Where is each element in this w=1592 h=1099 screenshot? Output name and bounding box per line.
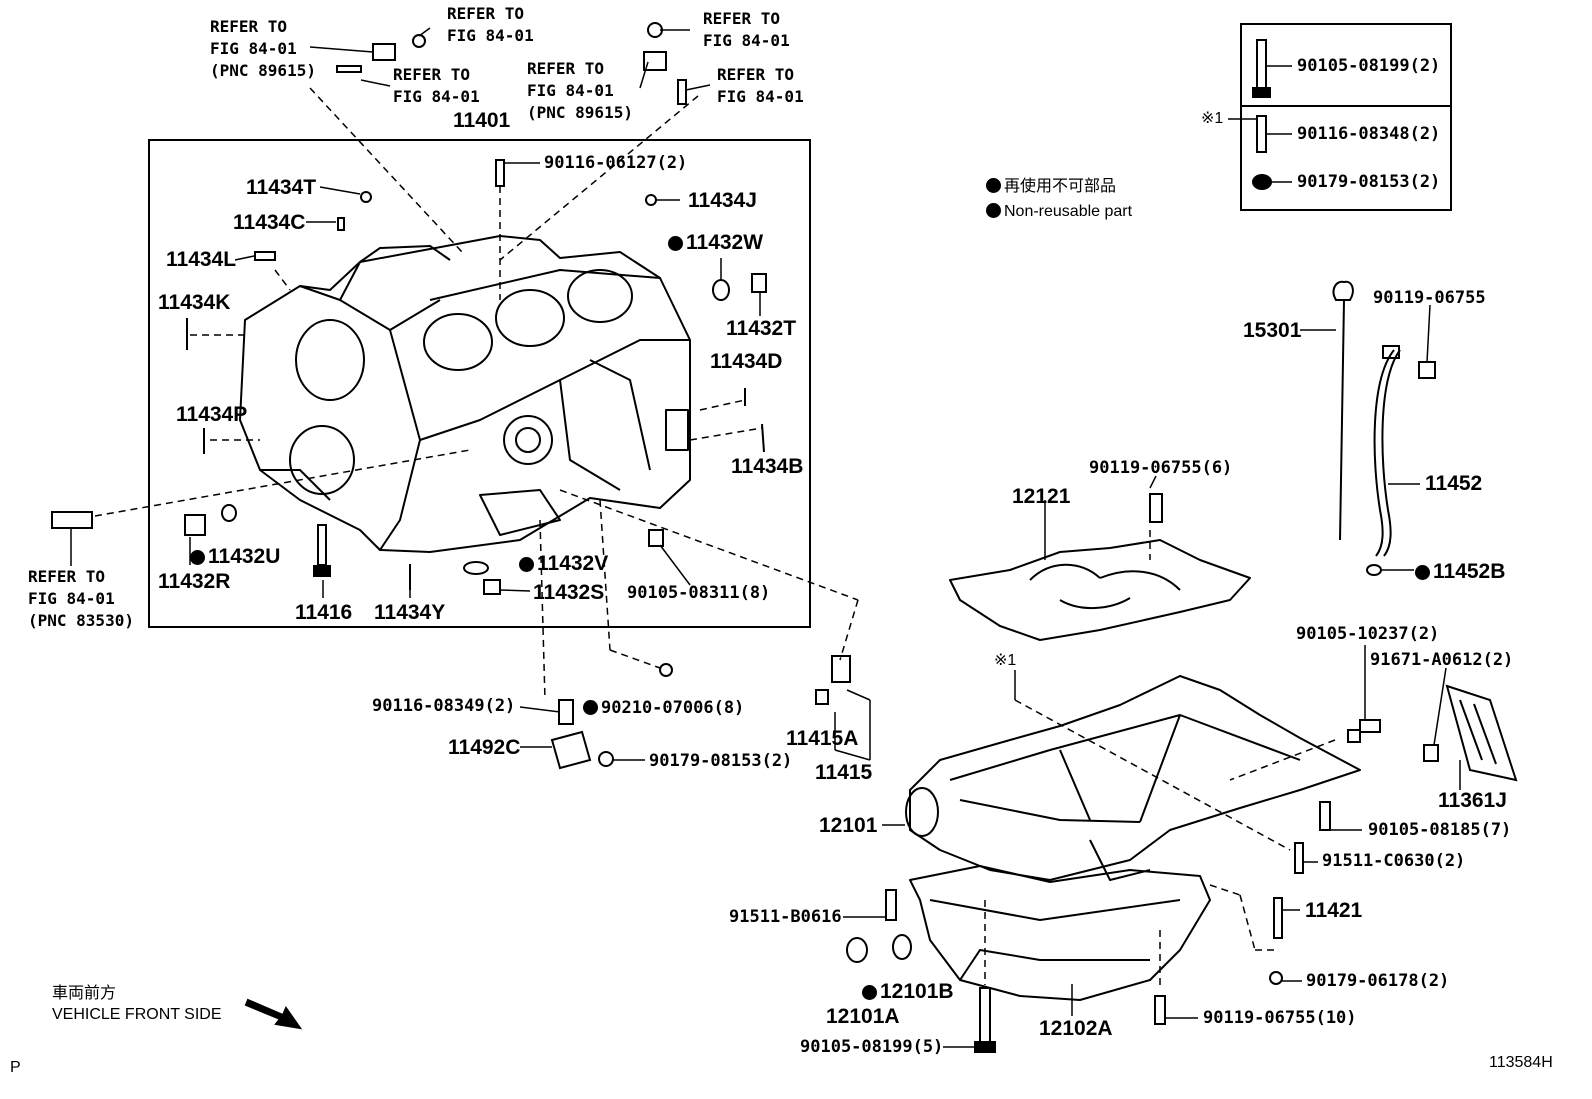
kit-part-2: 90116-08348(2) bbox=[1297, 124, 1441, 144]
part-11434K: 11434K bbox=[158, 291, 231, 314]
part-15301: 15301 bbox=[1243, 319, 1302, 342]
part-11361J: 11361J bbox=[1438, 789, 1507, 812]
kit-part-3: 90179-08153(2) bbox=[1297, 172, 1441, 192]
refer-note-7: REFER TO FIG 84-01 (PNC 83530) bbox=[28, 567, 134, 630]
refer-note-3: REFER TO FIG 84-01 bbox=[393, 65, 480, 106]
part-12101: 12101 bbox=[819, 814, 878, 837]
non-reusable-dot bbox=[986, 178, 1001, 193]
part-11415A: 11415A bbox=[786, 727, 859, 750]
refer-note-2: REFER TO FIG 84-01 bbox=[447, 4, 534, 45]
block-frame bbox=[148, 139, 811, 628]
engine-block-drawing bbox=[239, 235, 691, 553]
refer-note-1: REFER TO FIG 84-01 (PNC 89615) bbox=[210, 17, 316, 80]
non-reusable-dot bbox=[986, 203, 1001, 218]
fasteners-drawing bbox=[51, 22, 1439, 1053]
part-11434T: 11434T bbox=[246, 176, 317, 199]
part-90105-08185: 90105-08185(7) bbox=[1368, 820, 1512, 840]
part-11434L: 11434L bbox=[166, 248, 237, 271]
leader-lines bbox=[70, 27, 1461, 1048]
oil-pan-lower-drawing bbox=[909, 865, 1211, 1001]
kit-part-1: 90105-08199(2) bbox=[1297, 56, 1441, 76]
part-11432V: 11432V bbox=[519, 553, 608, 574]
part-90210-07006: 90210-07006(8) bbox=[583, 700, 744, 717]
part-90116-08349: 90116-08349(2) bbox=[372, 696, 516, 716]
part-90119-06755: 90119-06755 bbox=[1373, 288, 1486, 308]
part-12101A: 12101A bbox=[826, 1005, 900, 1028]
part-12121: 12121 bbox=[1012, 485, 1071, 508]
part-90179-06178: 90179-06178(2) bbox=[1306, 971, 1450, 991]
non-reusable-dot bbox=[190, 550, 205, 565]
kit-mark-pan: ※1 bbox=[994, 652, 1017, 669]
part-11452B: 11452B bbox=[1415, 561, 1505, 582]
non-reusable-dot bbox=[862, 985, 877, 1000]
dipstick-drawing bbox=[1332, 280, 1401, 557]
part-90105-08311: 90105-08311(8) bbox=[627, 583, 771, 603]
part-90105-10237: 90105-10237(2) bbox=[1296, 624, 1440, 644]
legend-jp: 再使用不可部品 bbox=[986, 178, 1116, 195]
vehicle-front-jp: 車両前方 bbox=[52, 985, 117, 1002]
non-reusable-dot bbox=[519, 557, 534, 572]
part-11434Y: 11434Y bbox=[374, 601, 446, 624]
part-11421: 11421 bbox=[1305, 899, 1363, 922]
non-reusable-dot bbox=[1415, 565, 1430, 580]
part-90119-06755-6: 90119-06755(6) bbox=[1089, 458, 1233, 478]
part-11434D: 11434D bbox=[710, 350, 783, 373]
part-11434J: 11434J bbox=[688, 189, 757, 212]
non-reusable-dot bbox=[583, 700, 598, 715]
assembly-lines bbox=[94, 87, 1336, 990]
kit-box bbox=[1240, 23, 1452, 211]
legend-en: Non-reusable part bbox=[986, 203, 1132, 220]
part-11432R: 11432R bbox=[158, 570, 231, 593]
part-91511-C0630: 91511-C0630(2) bbox=[1322, 851, 1466, 871]
baffle-plate-drawing bbox=[949, 539, 1251, 641]
figure-id: 113584H bbox=[1489, 1054, 1553, 1071]
corner-mark: P bbox=[10, 1059, 21, 1076]
part-11415: 11415 bbox=[815, 761, 873, 784]
part-90179-08153: 90179-08153(2) bbox=[649, 751, 793, 771]
part-90119-06755-10: 90119-06755(10) bbox=[1203, 1008, 1357, 1028]
refer-note-4: REFER TO FIG 84-01 (PNC 89615) bbox=[527, 59, 633, 122]
non-reusable-dot bbox=[668, 236, 683, 251]
part-11416: 11416 bbox=[295, 601, 353, 624]
vehicle-front-en: VEHICLE FRONT SIDE bbox=[52, 1006, 222, 1023]
part-11432U: 11432U bbox=[190, 546, 280, 567]
part-11434P: 11434P bbox=[176, 403, 248, 426]
part-11432T: 11432T bbox=[726, 317, 797, 340]
part-11434B: 11434B bbox=[731, 455, 804, 478]
part-91671-A0612: 91671-A0612(2) bbox=[1370, 650, 1514, 670]
plate-drawing bbox=[1445, 684, 1518, 782]
part-11492C: 11492C bbox=[448, 736, 521, 759]
oil-pan-upper-drawing bbox=[905, 675, 1361, 881]
part-11432S: 11432S bbox=[533, 581, 605, 604]
part-90105-08199-5: 90105-08199(5) bbox=[800, 1037, 944, 1057]
part-12101B: 12101B bbox=[862, 981, 954, 1002]
part-12102A: 12102A bbox=[1039, 1017, 1113, 1040]
refer-note-5: REFER TO FIG 84-01 bbox=[703, 9, 790, 50]
kit-mark: ※1 bbox=[1201, 110, 1224, 127]
part-11432W: 11432W bbox=[668, 232, 763, 253]
part-91511-B0616: 91511-B0616 bbox=[729, 907, 842, 927]
part-90116-06127: 90116-06127(2) bbox=[544, 153, 688, 173]
part-11434C: 11434C bbox=[233, 211, 306, 234]
refer-note-6: REFER TO FIG 84-01 bbox=[717, 65, 804, 106]
part-11401-label: 11401 bbox=[453, 109, 511, 132]
part-11452: 11452 bbox=[1425, 472, 1483, 495]
